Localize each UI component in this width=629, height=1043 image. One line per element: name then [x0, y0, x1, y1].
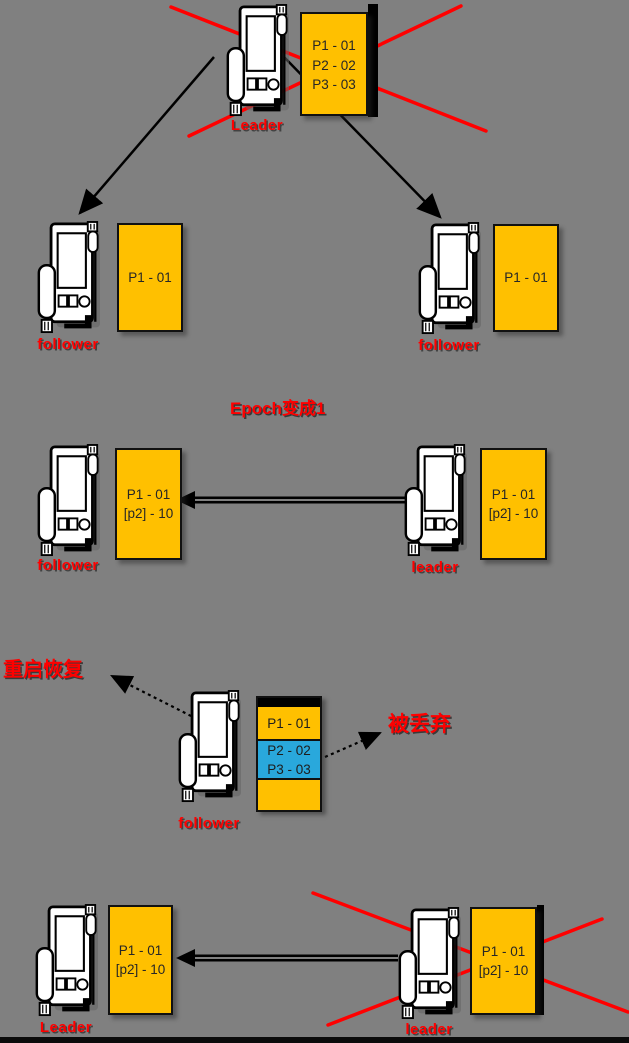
discard-note: 被丢弃	[388, 713, 451, 736]
node-label: leader	[405, 1021, 453, 1038]
server-icon	[36, 443, 100, 558]
message-line: P1 - 01	[128, 269, 172, 285]
box-shadow-bar	[537, 905, 544, 1015]
server-icon	[34, 903, 98, 1018]
server-icon	[225, 3, 289, 118]
node-label: follower	[37, 557, 99, 574]
server-icon	[417, 221, 481, 336]
message-line: P1 - 01	[118, 942, 163, 958]
node-label: follower	[37, 336, 99, 353]
message-line: P2 - 02	[312, 57, 356, 73]
message-line: [p2] - 10	[488, 506, 539, 521]
message-line: P1 - 01	[267, 715, 311, 731]
sync-connector-row5	[176, 949, 398, 967]
message-line: P1 - 01	[491, 486, 536, 502]
message-line: [p2] - 10	[478, 963, 529, 978]
message-line: P1 - 01	[126, 486, 171, 502]
message-box: P1 - 01 [p2] - 10	[108, 905, 173, 1015]
empty-log-segment	[258, 780, 320, 810]
message-box: P1 - 01 P2 - 02 P3 - 03	[300, 12, 368, 116]
message-line: P3 - 03	[267, 761, 311, 777]
box-top-bar	[258, 698, 320, 707]
kept-log-segment: P1 - 01	[258, 707, 320, 739]
sync-connector-row3	[176, 491, 408, 509]
segmented-message-box: P1 - 01 P2 - 02 P3 - 03	[256, 696, 322, 812]
server-icon	[397, 906, 461, 1021]
discarded-log-segment: P2 - 02 P3 - 03	[258, 739, 320, 780]
server-icon	[177, 689, 241, 804]
message-line: P3 - 03	[312, 77, 356, 92]
node-label: follower	[418, 337, 480, 354]
server-icon	[403, 443, 467, 558]
node-label: Leader	[39, 1019, 93, 1036]
restart-note: 重启恢复	[3, 659, 83, 681]
message-box: P1 - 01	[493, 224, 559, 332]
epoch-note: Epoch变成1	[230, 399, 326, 418]
message-box: P1 - 01 [p2] - 10	[470, 907, 537, 1015]
message-line: P1 - 01	[481, 943, 526, 959]
message-box: P1 - 01 [p2] - 10	[480, 448, 547, 560]
node-label: Leader	[230, 117, 284, 134]
arrow-leader-to-left-follower	[78, 56, 215, 215]
message-line: [p2] - 10	[115, 962, 166, 977]
bottom-black-bar	[0, 1037, 629, 1043]
message-line: [p2] - 10	[123, 506, 174, 521]
message-line: P1 - 01	[312, 38, 356, 53]
message-line: P2 - 02	[267, 742, 311, 758]
message-box: P1 - 01	[117, 223, 183, 332]
message-line: P1 - 01	[504, 270, 548, 286]
node-label: leader	[411, 559, 459, 576]
box-shadow-bar	[368, 4, 378, 117]
server-icon	[36, 220, 100, 335]
message-box: P1 - 01 [p2] - 10	[115, 448, 182, 560]
dotted-arrow-discard	[324, 731, 383, 759]
node-label: follower	[178, 815, 240, 832]
